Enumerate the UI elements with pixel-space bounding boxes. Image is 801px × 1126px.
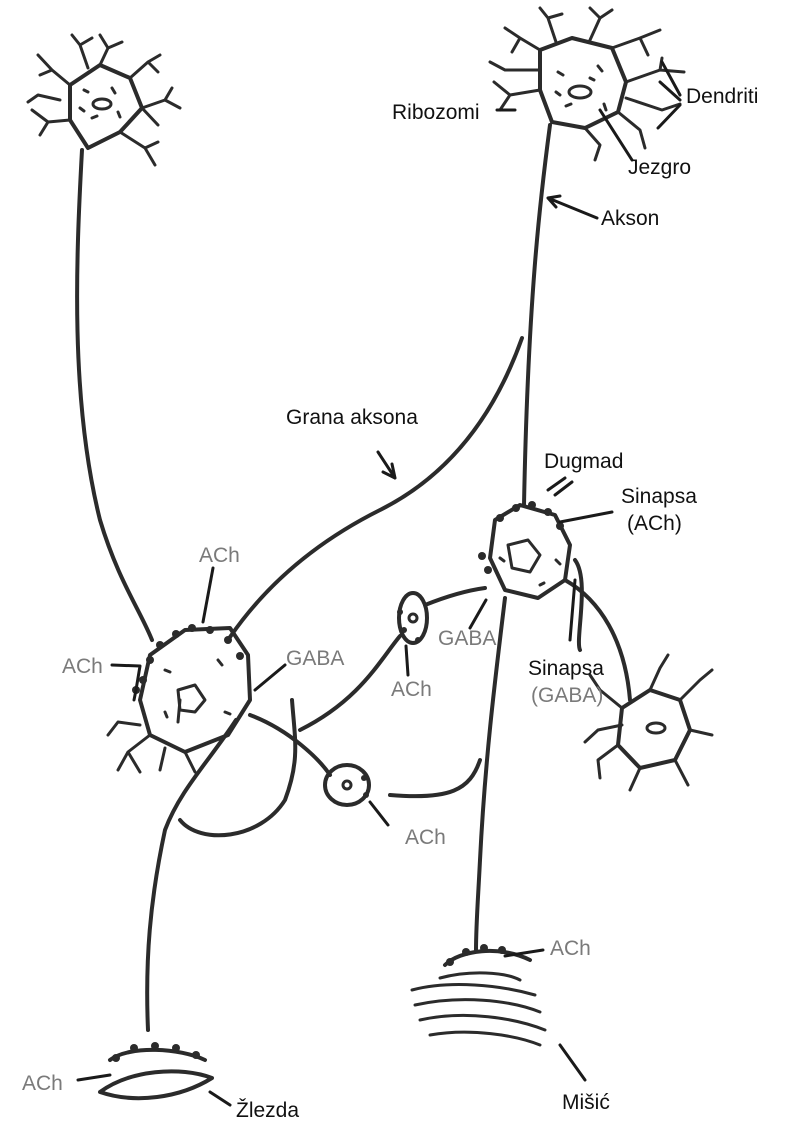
label-zlezda: Žlezda xyxy=(236,1099,299,1122)
label-ach-small-upper: ACh xyxy=(391,678,432,701)
top-left-neuron xyxy=(28,35,180,640)
label-jezgro: Jezgro xyxy=(628,156,691,179)
top-right-neuron xyxy=(490,8,684,505)
label-gaba-mid: GABA xyxy=(438,627,496,650)
middle-left-neuron xyxy=(108,624,330,1030)
label-sinapsa-ach-type: (ACh) xyxy=(627,512,682,535)
label-sinapsa-gaba: Sinapsa xyxy=(528,657,604,680)
label-dendriti: Dendriti xyxy=(686,85,758,108)
label-ach-muscle: ACh xyxy=(550,937,591,960)
middle-right-neuron xyxy=(390,501,630,950)
label-ach-small-lower: ACh xyxy=(405,826,446,849)
gland xyxy=(100,1042,212,1098)
label-grana-aksona: Grana aksona xyxy=(286,406,418,429)
right-small-neuron xyxy=(585,655,712,790)
label-ach-top-left: ACh xyxy=(199,544,240,567)
label-sinapsa-gaba-type: (GABA) xyxy=(531,684,603,707)
label-misic: Mišić xyxy=(562,1091,610,1114)
axon-branch xyxy=(228,338,522,640)
label-ach-left: ACh xyxy=(62,655,103,678)
muscle-fibers xyxy=(412,944,545,1045)
label-sinapsa-ach: Sinapsa xyxy=(621,485,697,508)
label-dugmad: Dugmad xyxy=(544,450,623,473)
small-cell-lower xyxy=(325,765,369,805)
label-akson: Akson xyxy=(601,207,659,230)
label-ribozomi: Ribozomi xyxy=(392,101,480,124)
label-gaba-left: GABA xyxy=(286,647,344,670)
label-ach-gland: ACh xyxy=(22,1072,63,1095)
